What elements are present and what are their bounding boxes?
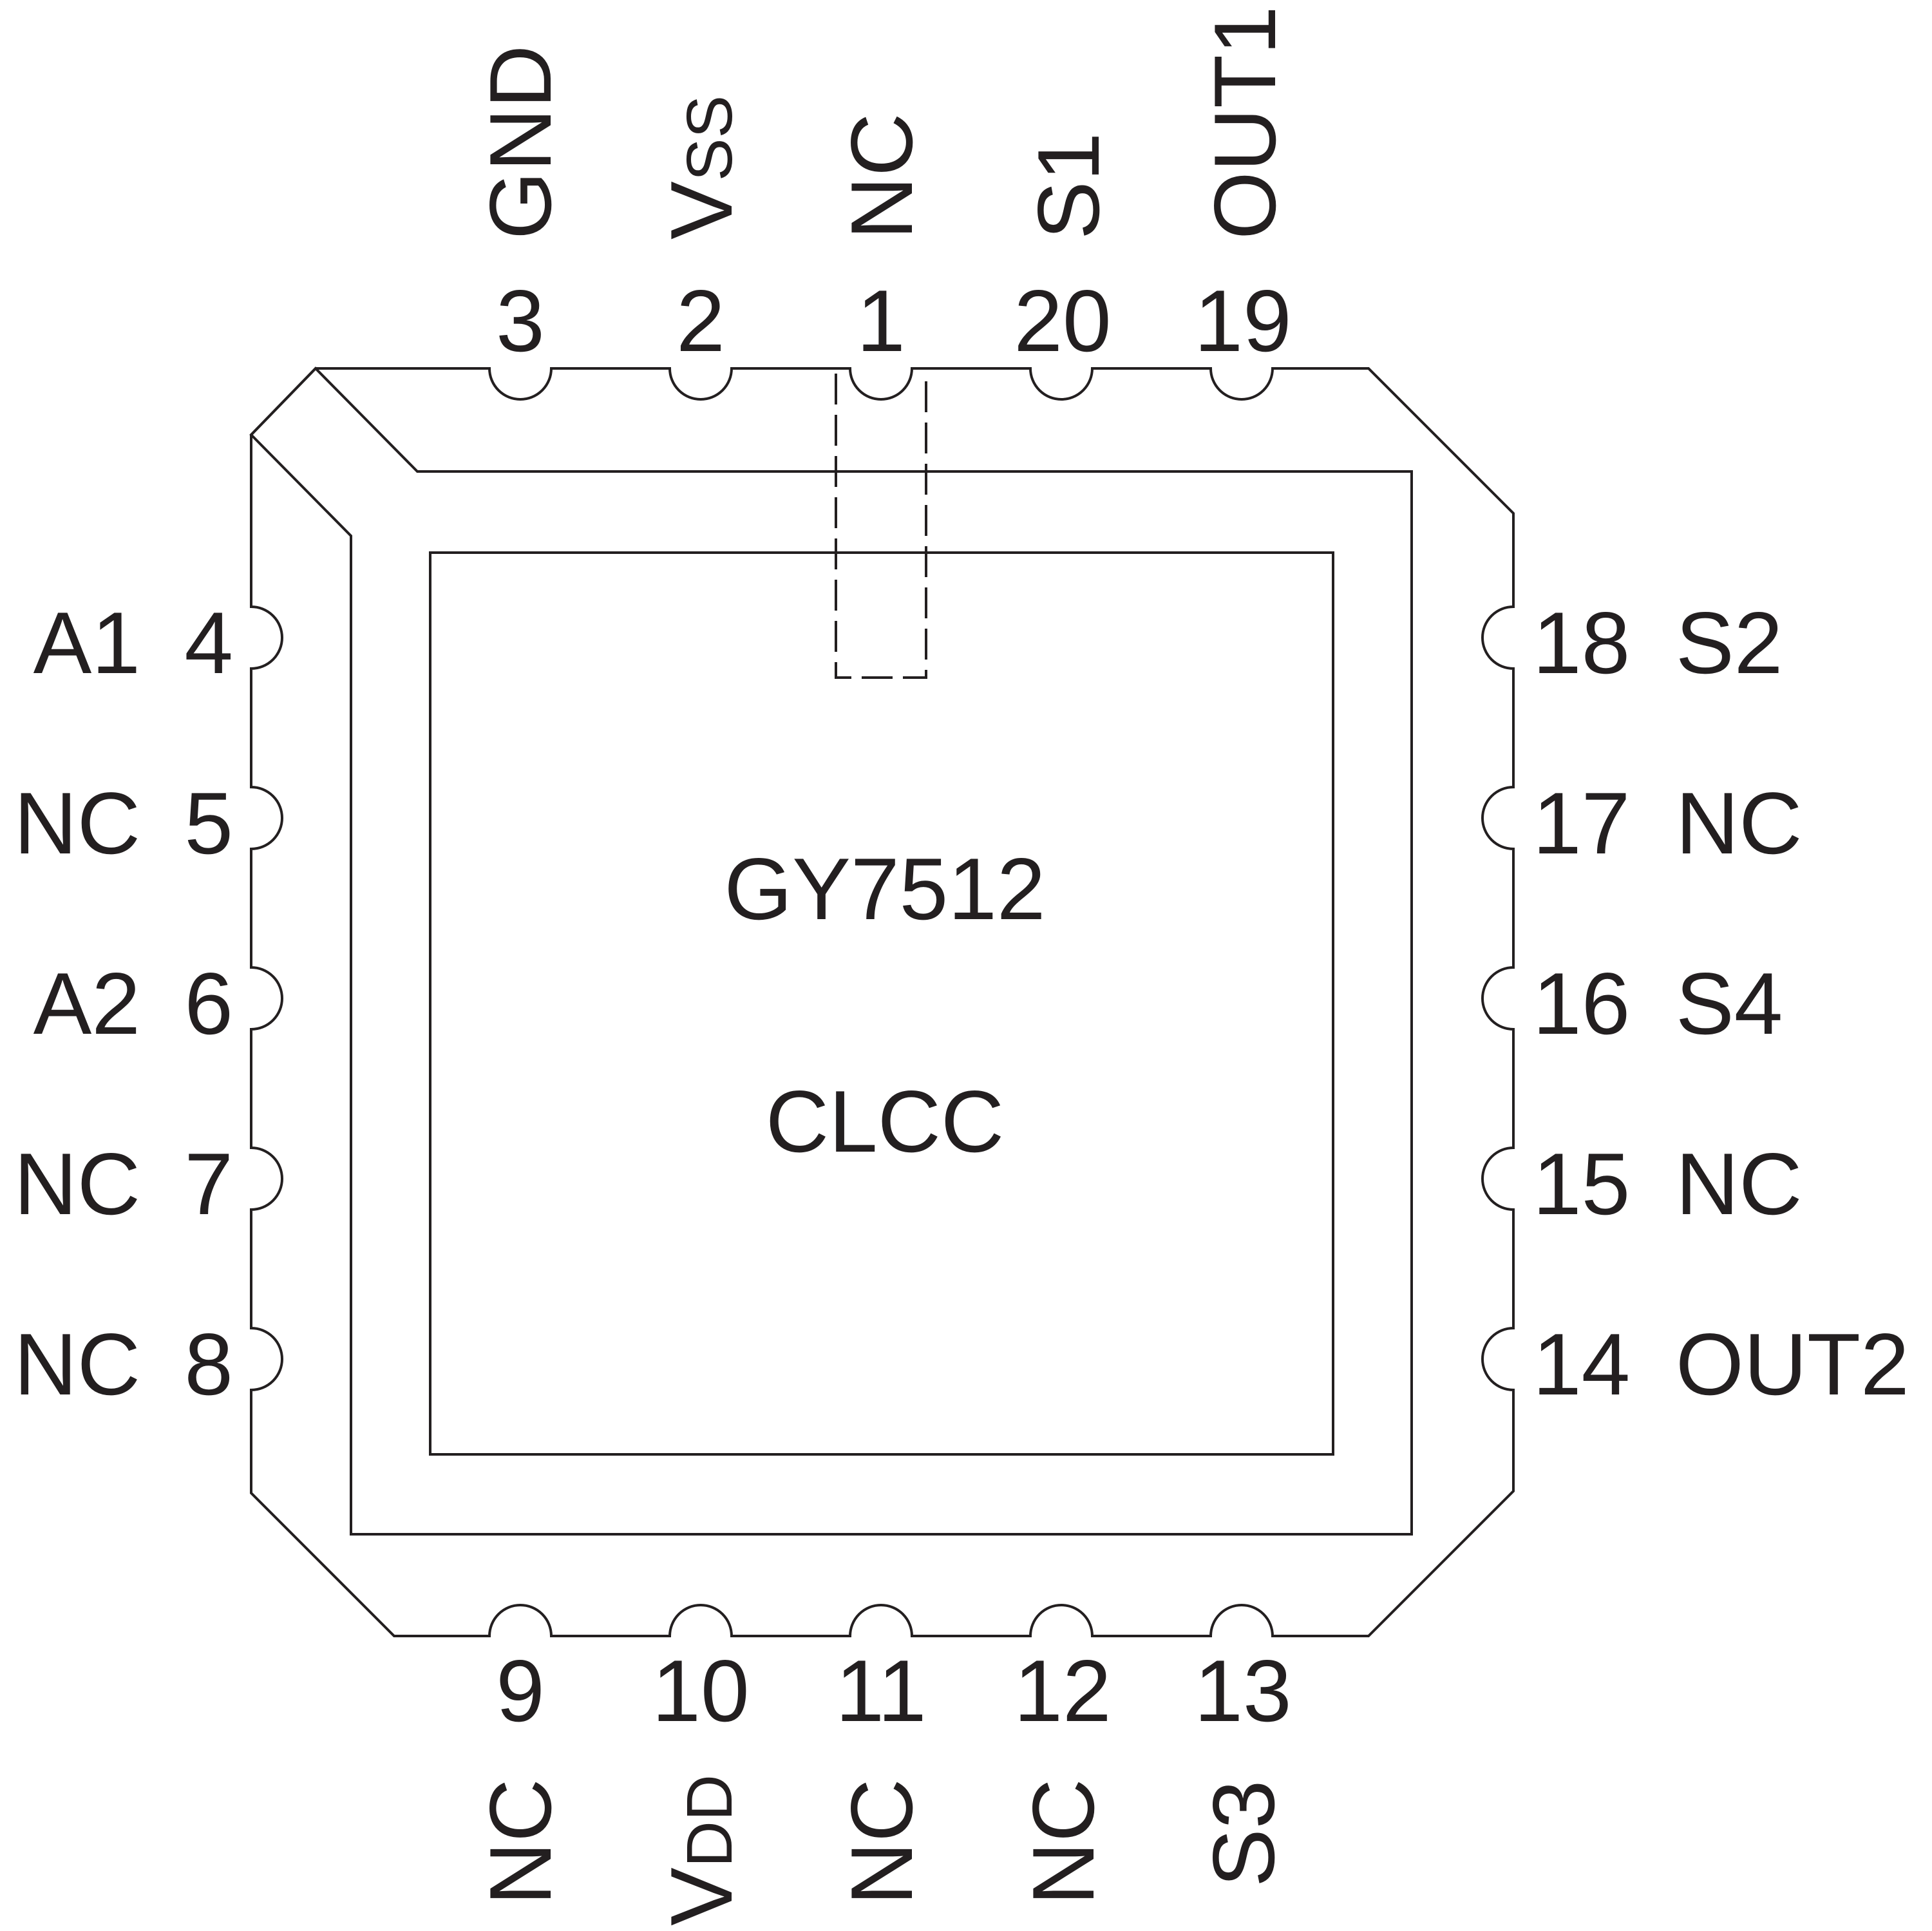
pin-number-top-3: 1 (857, 272, 905, 370)
pin-number-bottom-1: 9 (496, 1642, 545, 1740)
part-number: GY7512 (724, 840, 1045, 938)
pin-name-bottom-5: S3 (1195, 1780, 1293, 1887)
pin-name-right-3: S4 (1676, 955, 1783, 1052)
pin-number-left-2: 5 (184, 774, 233, 872)
pin-name-left-4: NC (14, 1135, 140, 1233)
pin-number-left-5: 8 (184, 1315, 233, 1413)
pin-name-right-5: OUT2 (1676, 1315, 1909, 1413)
pin-number-left-4: 7 (184, 1135, 233, 1233)
pin-name-bottom-4: NC (1014, 1779, 1112, 1905)
pin-number-left-3: 6 (184, 955, 233, 1052)
pin-name-top-5: OUT1 (1196, 6, 1294, 240)
pin-name-top-4: S1 (1019, 133, 1117, 240)
pin-name-bottom-1: NC (471, 1779, 569, 1905)
pin-number-top-1: 3 (496, 272, 545, 370)
pin-name-right-4: NC (1676, 1135, 1802, 1233)
pin-name-left-5: NC (14, 1315, 140, 1413)
pin-number-left-1: 4 (184, 594, 233, 692)
package-outline (250, 367, 1515, 1637)
pin-number-top-4: 20 (1014, 272, 1111, 370)
pin-name-left-2: NC (14, 774, 140, 872)
pin-number-bottom-5: 13 (1194, 1642, 1291, 1740)
pin-number-top-2: 2 (676, 272, 725, 370)
pin1-marker (835, 374, 927, 679)
pin-name-left-1: A1 (33, 594, 140, 692)
package-inner-outline (249, 366, 1413, 1536)
pin-name-right-1: S2 (1676, 594, 1783, 692)
pin-name-bottom-2: VDD (652, 1774, 750, 1926)
pin-name-top-3: NC (833, 113, 931, 240)
pin-number-top-5: 19 (1194, 272, 1291, 370)
pin-number-bottom-3: 11 (835, 1642, 926, 1740)
pin-number-bottom-2: 10 (652, 1642, 749, 1740)
pin-number-right-1: 18 (1533, 594, 1630, 692)
pin-number-right-2: 17 (1533, 774, 1630, 872)
pin-number-bottom-4: 12 (1014, 1642, 1111, 1740)
pin-name-right-2: NC (1676, 774, 1802, 872)
pin-number-right-3: 16 (1533, 955, 1630, 1052)
pin-name-bottom-3: NC (833, 1779, 931, 1905)
pin-number-right-5: 14 (1533, 1315, 1630, 1413)
pin-name-top-1: GND (471, 45, 569, 240)
die-area (429, 551, 1334, 1456)
package-type: CLCC (766, 1072, 1004, 1170)
pin-name-left-3: A2 (33, 955, 140, 1052)
pin-number-right-4: 15 (1533, 1135, 1630, 1233)
pin-name-top-2: VSS (652, 95, 750, 240)
